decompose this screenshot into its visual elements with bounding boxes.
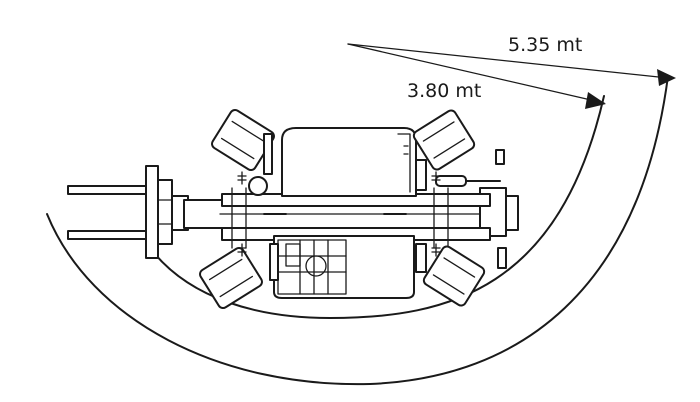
outer-radius-line [347,43,669,79]
wheel-front-bottom [199,246,263,310]
fork-tines [67,185,153,240]
rear-cylinder [435,149,507,269]
inner-radius-line [347,43,605,104]
outer-radius-label: 5.35 mt [508,34,582,56]
engine-hood [281,127,417,197]
wheel-rear-bottom [422,245,486,307]
cab-section [273,235,415,299]
wheel-rear-top [412,109,476,171]
inner-turning-arc [149,95,605,319]
outer-turning-arc [46,75,669,386]
fork-carriage [145,165,189,259]
axle-hubs [237,133,441,281]
inner-radius-label: 3.80 mt [407,80,481,102]
inner-arrowhead-icon [585,92,606,109]
outer-arrowhead-icon [657,69,676,86]
